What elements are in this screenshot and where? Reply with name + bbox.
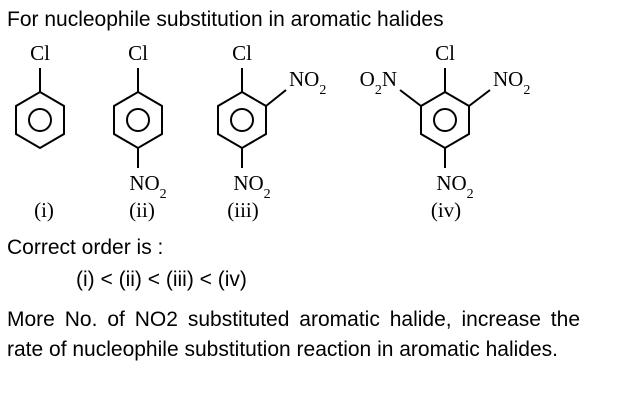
substituent-no2-right-iv: NO2 [493,67,530,98]
aromatic-circle-i [28,108,52,132]
molecule-i-structure [15,68,65,150]
structures-figure: Cl Cl Cl Cl NO2 NO2 NO2 NO2 NO2 O2N (i) … [15,41,530,222]
substituent-no2-bottom-iv: NO2 [436,171,473,202]
substituent-no2-right-iii: NO2 [289,67,326,98]
substituent-no2-bottom-iii: NO2 [233,171,270,202]
benzene-ring-iii [217,90,267,150]
bond-no2-right-iii [265,89,287,107]
question-label: Correct order is : [7,236,164,259]
substituent-cl-ii: Cl [128,41,148,65]
explanation-text: More No. of NO2 substituted aromatic hal… [7,308,580,361]
label-ii: (ii) [129,198,155,222]
molecule-iii-structure [217,68,287,168]
substituent-o2n-left-iv: O2N [360,67,397,98]
substituent-cl-iii: Cl [232,41,252,65]
substituent-cl-iv: Cl [435,41,455,65]
bond-no2-right-iv [468,89,491,107]
molecule-ii-structure [113,68,163,168]
substituent-no2-bottom-ii: NO2 [129,171,166,202]
molecule-iv-structure [399,68,491,168]
benzene-ring-iv [420,90,470,150]
benzene-ring-i [15,90,65,150]
label-i: (i) [34,198,54,222]
benzene-ring-ii [113,90,163,150]
substituent-cl-i: Cl [30,41,50,65]
aromatic-circle-ii [126,108,150,132]
aromatic-circle-iii [230,108,254,132]
heading-text: For nucleophile substitution in aromatic… [7,8,444,31]
aromatic-circle-iv [433,108,457,132]
label-iii: (iii) [227,198,259,222]
bond-no2-left-iv [399,89,422,107]
label-iv: (iv) [431,198,461,222]
order-text: (i) < (ii) < (iii) < (iv) [76,268,247,291]
